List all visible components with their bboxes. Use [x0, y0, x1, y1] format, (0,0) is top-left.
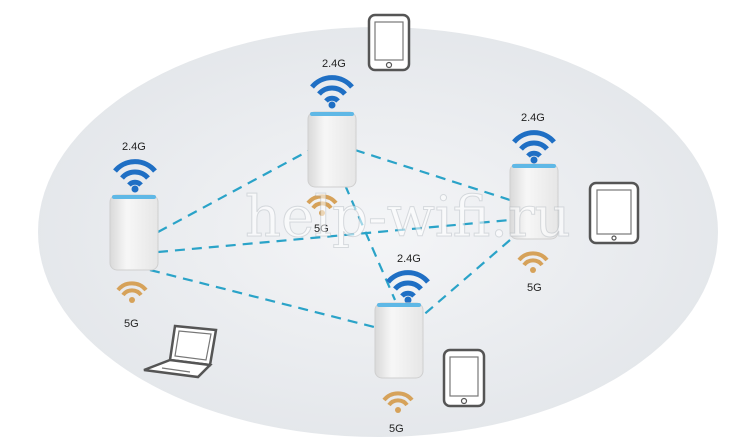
wifi-5-icon: [116, 281, 148, 303]
router-top: 2.4G 5G: [306, 58, 357, 235]
wifi-24-icon: [310, 75, 354, 109]
wifi-24-icon: [512, 130, 556, 164]
wifi-5-icon: [517, 251, 549, 273]
wifi-24-icon: [113, 159, 157, 193]
smartphone-icon: [367, 13, 411, 72]
link-left-top: [157, 149, 311, 233]
router-bottom-band-5-label: 5G: [389, 423, 404, 435]
router-left: 2.4G 5G: [109, 141, 159, 330]
link-right-bottom: [419, 239, 511, 319]
link-left-right: [157, 218, 511, 254]
router-left-band-5-label: 5G: [124, 318, 139, 330]
wifi-5-icon: [382, 391, 414, 413]
watermark-text: help-wifi.ru: [245, 185, 571, 250]
wifi-5-icon: [306, 194, 338, 216]
router-right-band-24-label: 2.4G: [521, 112, 545, 124]
router-top-band-24-label: 2.4G: [322, 58, 346, 70]
router-right-band-5-label: 5G: [527, 282, 542, 294]
router-right: 2.4G 5G: [509, 112, 559, 294]
router-top-band-5-label: 5G: [314, 223, 329, 235]
smartphone-icon: [442, 348, 486, 408]
link-left-bottom: [149, 268, 379, 330]
laptop-icon: [143, 324, 218, 379]
router-left-band-24-label: 2.4G: [122, 141, 146, 153]
wifi-24-icon: [386, 270, 430, 304]
tablet-icon: [588, 181, 640, 245]
router-bottom-band-24-label: 2.4G: [397, 253, 421, 265]
router-bottom: 2.4G 5G: [374, 253, 430, 435]
